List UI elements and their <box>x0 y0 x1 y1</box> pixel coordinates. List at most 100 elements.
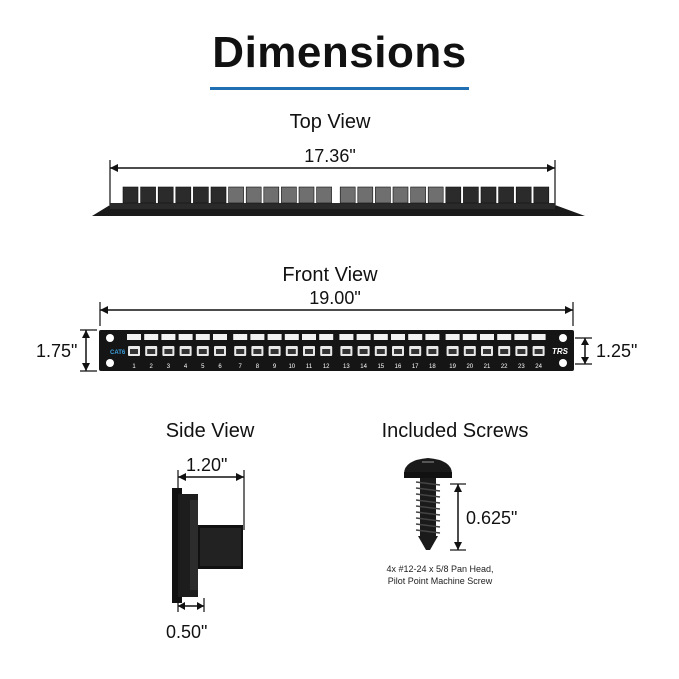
front-port-jack-opening <box>376 349 385 354</box>
front-view-width-dimension: 19.00" <box>309 288 361 308</box>
top-view-jack <box>193 186 209 204</box>
front-port-jack-opening <box>500 349 509 354</box>
screw-thread <box>415 529 441 534</box>
top-view-jack <box>263 186 280 204</box>
front-port-label-strip <box>233 334 248 340</box>
front-port-number: 20 <box>466 364 473 370</box>
front-port-jack-opening <box>428 349 437 354</box>
front-port-jack-opening <box>147 349 156 354</box>
top-view-jack <box>515 186 532 204</box>
front-port-jack-opening <box>322 349 331 354</box>
top-view-jack <box>427 186 444 204</box>
front-port-label-strip <box>161 334 176 340</box>
front-port-label-strip <box>373 334 388 340</box>
screw-caption: 4x #12-24 x 5/8 Pan Head, Pilot Point Ma… <box>370 563 510 587</box>
top-view-jack <box>445 186 462 204</box>
top-view-jack <box>357 186 374 204</box>
front-port-number: 12 <box>323 364 330 370</box>
screw-thread <box>415 499 441 504</box>
screw-length-dimension-line <box>450 483 466 551</box>
front-port-label-strip <box>339 334 354 340</box>
screw-thread <box>415 493 441 498</box>
title-underline <box>210 87 469 90</box>
side-view-label: Side View <box>165 420 255 442</box>
front-view-height-dimension: 1.75" <box>36 341 78 361</box>
top-view-jack <box>339 186 356 204</box>
front-port-jack-opening <box>216 349 224 354</box>
front-port-number: 22 <box>501 364 508 370</box>
front-port-jack-opening <box>534 349 543 354</box>
front-port-number: 8 <box>256 364 260 370</box>
front-port-label-strip <box>127 334 141 340</box>
top-view-label: Top View <box>289 111 371 133</box>
front-view-mount-dimension-line <box>575 337 592 365</box>
front-port-jack-opening <box>465 349 474 354</box>
top-view-jack <box>410 186 426 204</box>
top-view-jack <box>245 186 262 204</box>
screw-thread <box>415 481 441 486</box>
front-port-jack-opening <box>448 349 457 354</box>
front-port-number: 23 <box>518 364 525 370</box>
front-port-label-strip <box>319 334 334 340</box>
front-port-number: 3 <box>167 364 171 370</box>
front-panel-brand-left: CAT6 <box>110 350 126 356</box>
front-port-jack-opening <box>253 349 262 354</box>
front-port-label-strip <box>514 334 529 340</box>
screw-length-dimension: 0.625" <box>466 508 518 528</box>
front-port-label-strip <box>425 334 440 340</box>
front-port-label-strip <box>408 334 423 340</box>
top-view-jack <box>392 186 409 204</box>
top-view-jack <box>316 186 332 204</box>
top-view-jack <box>375 186 391 204</box>
front-port-jack-opening <box>359 349 368 354</box>
front-port-number: 5 <box>201 364 205 370</box>
front-port-number: 10 <box>288 364 295 370</box>
front-panel-brand-right: TRS <box>552 347 569 356</box>
screw-thread <box>415 505 441 510</box>
top-view-dimension-line <box>109 160 556 205</box>
front-port-label-strip <box>497 334 512 340</box>
screw-thread <box>415 487 441 492</box>
front-port-number: 1 <box>132 364 136 370</box>
top-view-jack <box>298 186 315 204</box>
front-port-jack-opening <box>270 349 279 354</box>
screw-thread <box>415 523 441 528</box>
front-port-jack-opening <box>164 349 173 354</box>
top-view-jack <box>140 186 156 204</box>
top-view-jack <box>210 186 227 204</box>
top-view-jack <box>157 186 174 204</box>
side-view-drawing <box>172 470 245 612</box>
front-port-jack-opening <box>305 349 313 354</box>
front-port-number: 2 <box>150 364 154 370</box>
screw-icon <box>404 458 452 550</box>
front-port-label-strip <box>250 334 265 340</box>
front-port-number: 14 <box>360 364 367 370</box>
front-port-jack-opening <box>181 349 190 354</box>
front-port-jack-opening <box>236 349 245 354</box>
front-view-mount-dimension: 1.25" <box>596 341 638 361</box>
top-view-jack <box>175 186 192 204</box>
screw-thread <box>415 517 441 522</box>
front-view-width-dimension-line <box>99 302 574 326</box>
top-view-jack <box>533 186 550 204</box>
front-port-label-strip <box>144 334 159 340</box>
front-port-label-strip <box>195 334 210 340</box>
front-port-label-strip <box>213 334 227 340</box>
front-port-label-strip <box>445 334 460 340</box>
screw-caption-line-1: 4x #12-24 x 5/8 Pan Head, <box>386 564 494 574</box>
top-view-panel <box>92 186 585 216</box>
screw-caption-line-2: Pilot Point Machine Screw <box>387 576 493 586</box>
top-view-jack <box>463 186 479 204</box>
top-view-jack <box>122 186 139 204</box>
front-port-label-strip <box>531 334 546 340</box>
front-port-label-strip <box>356 334 371 340</box>
front-port-number: 11 <box>306 364 313 370</box>
front-port-number: 24 <box>535 364 542 370</box>
front-port-number: 19 <box>449 364 456 370</box>
front-port-number: 13 <box>343 364 350 370</box>
front-port-label-strip <box>267 334 282 340</box>
top-view-jack <box>498 186 514 204</box>
front-port-jack-opening <box>342 349 351 354</box>
